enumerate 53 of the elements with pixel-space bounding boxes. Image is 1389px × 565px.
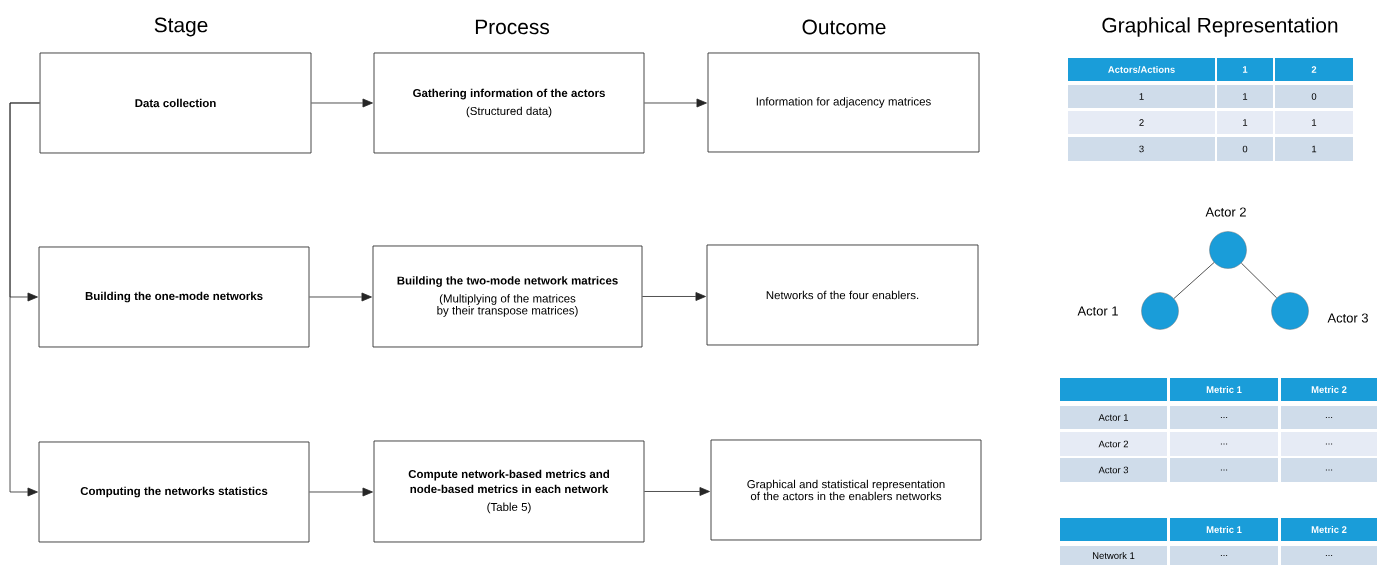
table-cell: ... [1170, 546, 1278, 565]
table-header-cell: Metric 2 [1281, 378, 1377, 401]
network-node [1141, 292, 1179, 330]
arrow [644, 487, 710, 496]
table-cell: 1 [1068, 85, 1215, 108]
process-box: Compute network-based metrics and node-based metrics in each network (Table 5) [373, 440, 645, 543]
table-cell: ... [1281, 406, 1377, 429]
table-cell: ... [1170, 458, 1278, 482]
stage-box: Building the one-mode networks [38, 246, 310, 348]
node-label: Actor 1 [1077, 306, 1118, 316]
arrow [9, 102, 40, 497]
table-cell: 0 [1217, 137, 1273, 161]
table-cell: ... [1170, 432, 1278, 456]
process-box: Gathering information of the actors (Structured data) [373, 52, 645, 154]
table-header-cell: Actors/Actions [1068, 58, 1215, 81]
table-header-cell: Metric 1 [1170, 378, 1278, 401]
table-header-cell: Metric 2 [1281, 518, 1377, 541]
arrow [311, 98, 373, 108]
table-cell: Network 1 [1060, 546, 1167, 565]
table-header-cell: 1 [1217, 58, 1273, 81]
node-label: Actor 3 [1327, 313, 1368, 323]
table-cell: 1 [1217, 111, 1273, 134]
outcome-box: Information for adjacency matrices [707, 52, 980, 153]
arrow [644, 98, 707, 108]
table-cell: 1 [1217, 85, 1273, 108]
column-heading: Graphical Representation [1102, 17, 1338, 37]
stage-box: Computing the networks statistics [38, 441, 310, 543]
outcome-box: Graphical and statistical representation of the actors in the enablers networks [710, 439, 982, 541]
node-label: Actor 2 [1205, 207, 1246, 217]
outcome-box: Networks of the four enablers. [706, 244, 979, 346]
table-header-cell: Metric 1 [1170, 518, 1278, 541]
table-cell: Actor 2 [1060, 432, 1167, 456]
arrow [309, 292, 372, 302]
stage-box: Data collection [39, 52, 312, 154]
process-box: Building the two-mode network matrices (Multiplying of the matrices by their transpose matrices) [372, 245, 643, 348]
connector-line [1173, 262, 1215, 299]
arrow [309, 487, 373, 497]
table-cell: Actor 1 [1060, 406, 1167, 429]
table-cell: ... [1170, 406, 1278, 429]
table-cell: 3 [1068, 137, 1215, 161]
arrow [642, 292, 706, 301]
table-cell: ... [1281, 458, 1377, 482]
table-cell: ... [1281, 432, 1377, 456]
table-cell: 1 [1275, 111, 1353, 134]
table-header-cell: 2 [1275, 58, 1353, 81]
table-cell: ... [1281, 546, 1377, 565]
table-cell: 2 [1068, 111, 1215, 134]
network-node [1271, 292, 1309, 330]
connector-line [1240, 262, 1278, 299]
table-cell: 0 [1275, 85, 1353, 108]
network-node [1209, 231, 1247, 269]
table-cell: 1 [1275, 137, 1353, 161]
table-cell: Actor 3 [1060, 458, 1167, 482]
